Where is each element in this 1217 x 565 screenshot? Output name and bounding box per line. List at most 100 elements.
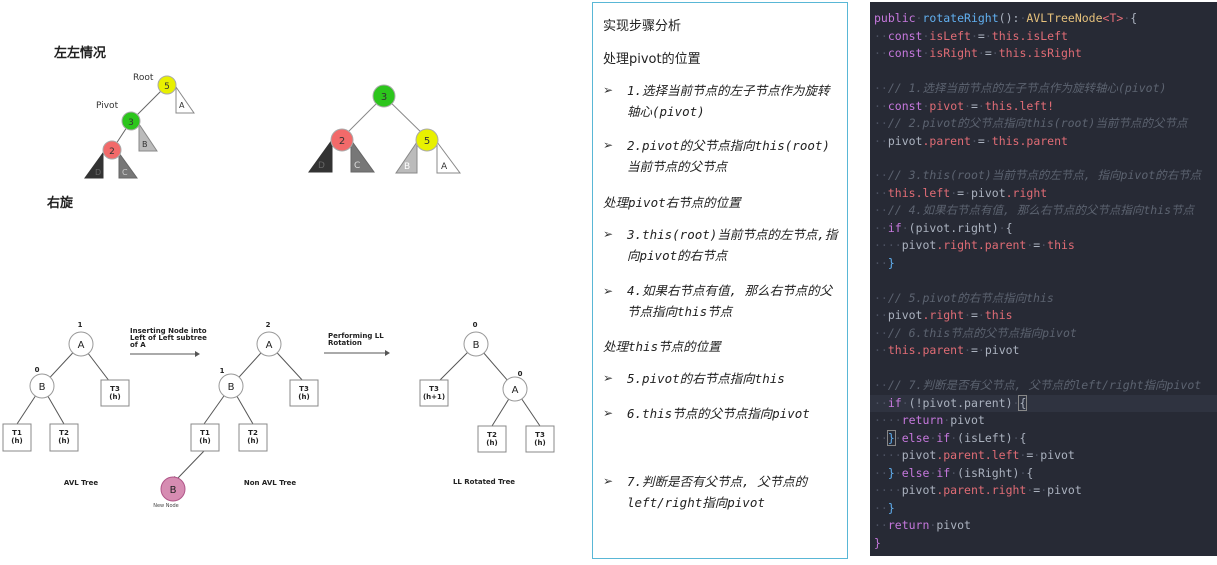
code-line-25: ··} [874,501,895,515]
code-line-24: ····pivot.parent.right·=·pivot [874,483,1082,497]
code-comment-1: ··// 1.选择当前节点的左子节点作为旋转轴心(pivot) [874,81,1167,95]
tree-before-rotation: 5 3 2 Root Pivot A B D C [84,73,195,179]
subtree-a-rotated-label: A [441,162,448,172]
step-2: 2.pivot的父节点指向this(root)当前节点的父节点 [627,138,830,174]
code-line-19: ··if·(!pivot.parent)·{ [870,395,1217,412]
subtree-d-triangle-2 [308,138,333,173]
node-5 [157,75,177,95]
code-line-20: ····return·pivot [874,413,985,427]
nonavl-node-a: A [266,340,273,351]
nonavl-node-a-bf: 2 [266,321,271,329]
node-2 [102,140,122,160]
subtree-a-triangle-2 [436,140,461,174]
nonavl-t3: T3(h) [298,385,309,401]
step-3: 3.this(root)当前节点的左节点,指向pivot的右节点 [627,227,838,263]
code-comment-7: ··// 7.判断是否有父节点, 父节点的left/right指向pivot [874,378,1202,392]
code-line-7: ··pivot.parent·=·this.parent [874,134,1068,148]
ll-rotated-tree: B 0 A 0 T3(h+1) T2(h) T3(h) LL Rotated T… [419,321,555,486]
code-line-23: ··}·else·if·(isRight)·{ [874,466,1034,480]
subtree-c-triangle-2 [350,138,375,173]
code-line-12: ····pivot.right.parent·=·this [874,238,1075,252]
bullet-icon: ➢ [603,83,614,97]
code-line-22: ····pivot.parent.left·=·pivot [874,448,1075,462]
node-3-rotated [372,84,396,108]
tree-after-rotation: 3 2 5 D C B A [308,84,461,174]
pivot-label: Pivot [96,101,119,111]
avl-t1: T1(h) [11,429,22,445]
bullet-icon: ➢ [603,474,614,488]
nonavl-node-b-bf: 1 [220,367,225,375]
code-line-15: ··pivot.right·=·this [874,308,1013,322]
bullet-icon: ➢ [603,227,614,241]
node-3-label: 3 [128,118,134,128]
code-line-13: ··} [874,256,895,270]
section-pivot-right: 处理pivot右节点的位置 [603,195,741,210]
code-line-9: ··this.left·=·pivot.right [874,186,1048,200]
nonavl-caption: Non AVL Tree [244,479,297,487]
code-line-27: } [874,536,881,550]
rotated-t3-right: T3(h) [534,431,545,447]
code-comment-3: ··// 3.this(root)当前节点的左节点, 指向pivot的右节点 [874,168,1202,182]
subtree-c-rotated-label: C [354,161,360,171]
subtree-c-label: C [122,168,128,177]
node-5-label: 5 [164,82,170,92]
node-3 [121,111,141,131]
node-2-rotated-label: 2 [339,136,345,147]
rotated-caption: LL Rotated Tree [453,478,515,486]
node-5-rotated-label: 5 [424,136,430,147]
code-line-5: ··const·pivot·=·this.left! [874,99,1055,113]
avl-caption: AVL Tree [64,479,98,487]
non-avl-tree: A 2 B 1 T3(h) T1(h) T2(h) B New Node Non… [153,321,319,509]
new-node-caption: New Node [153,503,179,509]
steps-title: 实现步骤分析 [603,19,682,34]
code-line-2: ··const·isLeft·=·this.isLeft [874,29,1068,43]
subtree-d-rotated-label: D [318,161,325,171]
step-4: 4.如果右节点有值, 那么右节点的父节点指向this节点 [627,283,833,319]
code-comment-4: ··// 4.如果右节点有值, 那么右节点的父节点指向this节点 [874,203,1195,217]
subtree-b-triangle [138,122,158,152]
code-comment-6: ··// 6.this节点的父节点指向pivot [874,326,1077,340]
node-5-rotated [415,128,439,152]
subtree-b-label: B [142,140,148,149]
code-comment-5: ··// 5.pivot的右节点指向this [874,291,1054,305]
code-line-21: ··}·else·if·(isLeft)·{ [874,430,1027,446]
tree-diagrams: 5 3 2 Root Pivot A B D C 3 2 5 D C B [2,73,555,509]
rotated-t2: T2(h) [486,431,497,447]
code-comment-2: ··// 2.pivot的父节点指向this(root)当前节点的父节点 [874,116,1188,130]
code-line-26: ··return·pivot [874,518,971,532]
code-line-17: ··this.parent·=·pivot [874,343,1020,357]
avl-t3: T3(h) [109,385,120,401]
bullet-icon: ➢ [603,284,614,298]
avl-node-a: A [78,340,85,351]
heading-left-left-case: 左左情况 [54,46,107,61]
avl-tree: A 1 B 0 T3(h) T1(h) T2(h) AVL Tree [2,321,130,487]
avl-node-b: B [39,382,46,393]
bullet-icon: ➢ [603,371,614,385]
code-editor[interactable]: public·rotateRight():·AVLTreeNode<T>·{ ·… [870,2,1217,556]
rotated-node-b: B [473,340,480,351]
avl-node-b-bf: 0 [35,366,40,374]
code-line-1: public·rotateRight():·AVLTreeNode<T>·{ [874,11,1138,25]
subtree-c-triangle [118,151,138,179]
rotated-t3-left: T3(h+1) [423,385,445,401]
subtree-b-rotated-label: B [404,162,410,172]
subtree-b-triangle-2 [395,140,418,174]
subtree-a-triangle [175,85,195,114]
section-this-position: 处理this节点的位置 [603,339,721,354]
section-pivot-position: 处理pivot的位置 [603,52,701,67]
rotated-node-a-bf: 0 [518,370,523,378]
avl-t2: T2(h) [58,429,69,445]
new-node-circle [160,476,186,502]
bullet-icon: ➢ [603,138,614,152]
nonavl-node-b: B [228,382,235,393]
node-3-rotated-label: 3 [381,92,387,103]
nonavl-t1: T1(h) [199,429,210,445]
root-label: Root [133,73,154,83]
subtree-a-label: A [179,101,185,110]
new-node-label: B [170,485,177,496]
nonavl-t2: T2(h) [247,429,258,445]
